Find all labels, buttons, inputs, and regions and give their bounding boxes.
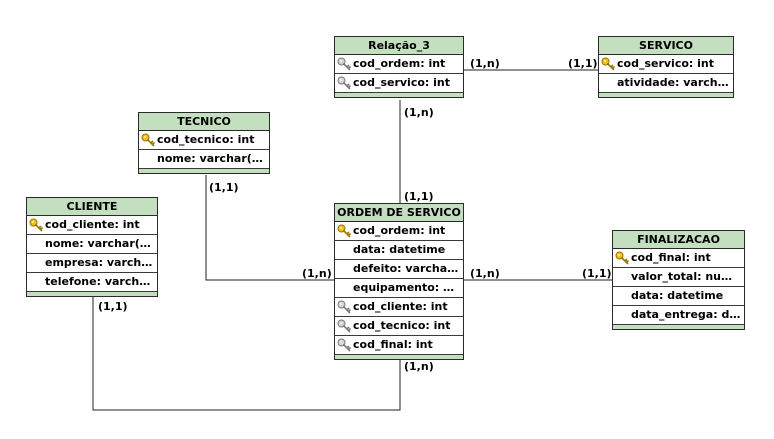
attr-text: cod_final: int	[631, 251, 711, 264]
primary-key-icon	[141, 133, 155, 147]
attr-row: cod_ordem: int	[335, 55, 463, 74]
foreign-key-icon	[337, 319, 351, 333]
cardinality-label: (1,n)	[302, 267, 332, 280]
attr-row: data_entrega: da...	[613, 306, 744, 325]
cardinality-label: (1,n)	[470, 267, 500, 280]
entity-footer	[335, 93, 463, 97]
cardinality-label: (1,1)	[568, 57, 598, 70]
attr-row: cod_final: int	[335, 336, 463, 355]
attr-row: valor_total: num...	[613, 268, 744, 287]
attr-text: cod_tecnico: int	[157, 133, 255, 146]
attr-text: data_entrega: da...	[631, 308, 744, 321]
entity-footer	[599, 93, 733, 97]
attr-text: cod_ordem: int	[353, 57, 446, 70]
entity-finalizacao[interactable]: FINALIZACAO cod_final: int valor_total: …	[612, 230, 745, 330]
attr-text: cod_servico: int	[617, 57, 714, 70]
primary-key-icon	[601, 57, 615, 71]
entity-ordem-de-servico[interactable]: ORDEM DE SERVICO cod_ordem: int data: da…	[334, 203, 464, 360]
entity-footer	[27, 292, 157, 296]
cardinality-label: (1,n)	[470, 57, 500, 70]
cardinality-label: (1,1)	[98, 300, 128, 313]
attr-row: data: datetime	[613, 287, 744, 306]
attr-row: cod_final: int	[613, 249, 744, 268]
primary-key-icon	[337, 224, 351, 238]
foreign-key-icon	[337, 338, 351, 352]
attr-row: nome: varchar(30)	[139, 150, 269, 169]
entity-title: Relação_3	[335, 37, 463, 55]
attr-text: data: datetime	[353, 243, 446, 256]
cardinality-label: (1,n)	[404, 106, 434, 119]
attr-text: valor_total: num...	[631, 270, 744, 283]
attr-text: cod_servico: int	[353, 76, 450, 89]
attr-text: cod_final: int	[353, 338, 433, 351]
cardinality-label: (1,1)	[582, 267, 612, 280]
attr-row: nome: varchar(30)	[27, 235, 157, 254]
attr-text: data: datetime	[631, 289, 724, 302]
line-cliente-ordem	[92, 296, 401, 411]
entity-title: SERVICO	[599, 37, 733, 55]
entity-servico[interactable]: SERVICO cod_servico: int atividade: varc…	[598, 36, 734, 98]
attr-text: cod_cliente: int	[45, 218, 140, 231]
cardinality-label: (1,1)	[404, 190, 434, 203]
attr-row: defeito: varchar(...	[335, 260, 463, 279]
attr-text: cod_tecnico: int	[353, 319, 451, 332]
entity-title: CLIENTE	[27, 198, 157, 216]
attr-text: nome: varchar(30)	[45, 237, 157, 250]
attr-text: cod_cliente: int	[353, 300, 448, 313]
attr-text: telefone: varchar...	[45, 275, 157, 288]
cardinality-label: (1,1)	[209, 181, 239, 194]
attr-text: atividade: varcha...	[617, 76, 733, 89]
cardinality-label: (1,n)	[404, 360, 434, 373]
foreign-key-icon	[337, 57, 351, 71]
attr-row: cod_tecnico: int	[335, 317, 463, 336]
primary-key-icon	[29, 218, 43, 232]
foreign-key-icon	[337, 300, 351, 314]
entity-relacao-3[interactable]: Relação_3 cod_ordem: int cod_servico: in…	[334, 36, 464, 98]
entity-title: FINALIZACAO	[613, 231, 744, 249]
attr-text: empresa: varchar...	[45, 256, 157, 269]
attr-row: telefone: varchar...	[27, 273, 157, 292]
attr-text: cod_ordem: int	[353, 224, 446, 237]
attr-row: cod_cliente: int	[27, 216, 157, 235]
entity-cliente[interactable]: CLIENTE cod_cliente: int nome: varchar(3…	[26, 197, 158, 297]
entity-tecnico[interactable]: TECNICO cod_tecnico: int nome: varchar(3…	[138, 112, 270, 174]
line-tecnico-ordem	[205, 175, 334, 281]
attr-row: equipamento: var...	[335, 279, 463, 298]
attr-row: empresa: varchar...	[27, 254, 157, 273]
attr-row: cod_servico: int	[335, 74, 463, 93]
attr-text: equipamento: var...	[353, 281, 463, 294]
entity-footer	[613, 325, 744, 329]
attr-row: cod_servico: int	[599, 55, 733, 74]
foreign-key-icon	[337, 76, 351, 90]
attr-row: cod_tecnico: int	[139, 131, 269, 150]
attr-text: defeito: varchar(...	[353, 262, 463, 275]
primary-key-icon	[615, 251, 629, 265]
attr-row: cod_ordem: int	[335, 222, 463, 241]
attr-row: atividade: varcha...	[599, 74, 733, 93]
entity-title: TECNICO	[139, 113, 269, 131]
entity-footer	[139, 169, 269, 173]
attr-row: cod_cliente: int	[335, 298, 463, 317]
entity-title: ORDEM DE SERVICO	[335, 204, 463, 222]
entity-footer	[335, 355, 463, 359]
attr-row: data: datetime	[335, 241, 463, 260]
attr-text: nome: varchar(30)	[157, 152, 269, 165]
